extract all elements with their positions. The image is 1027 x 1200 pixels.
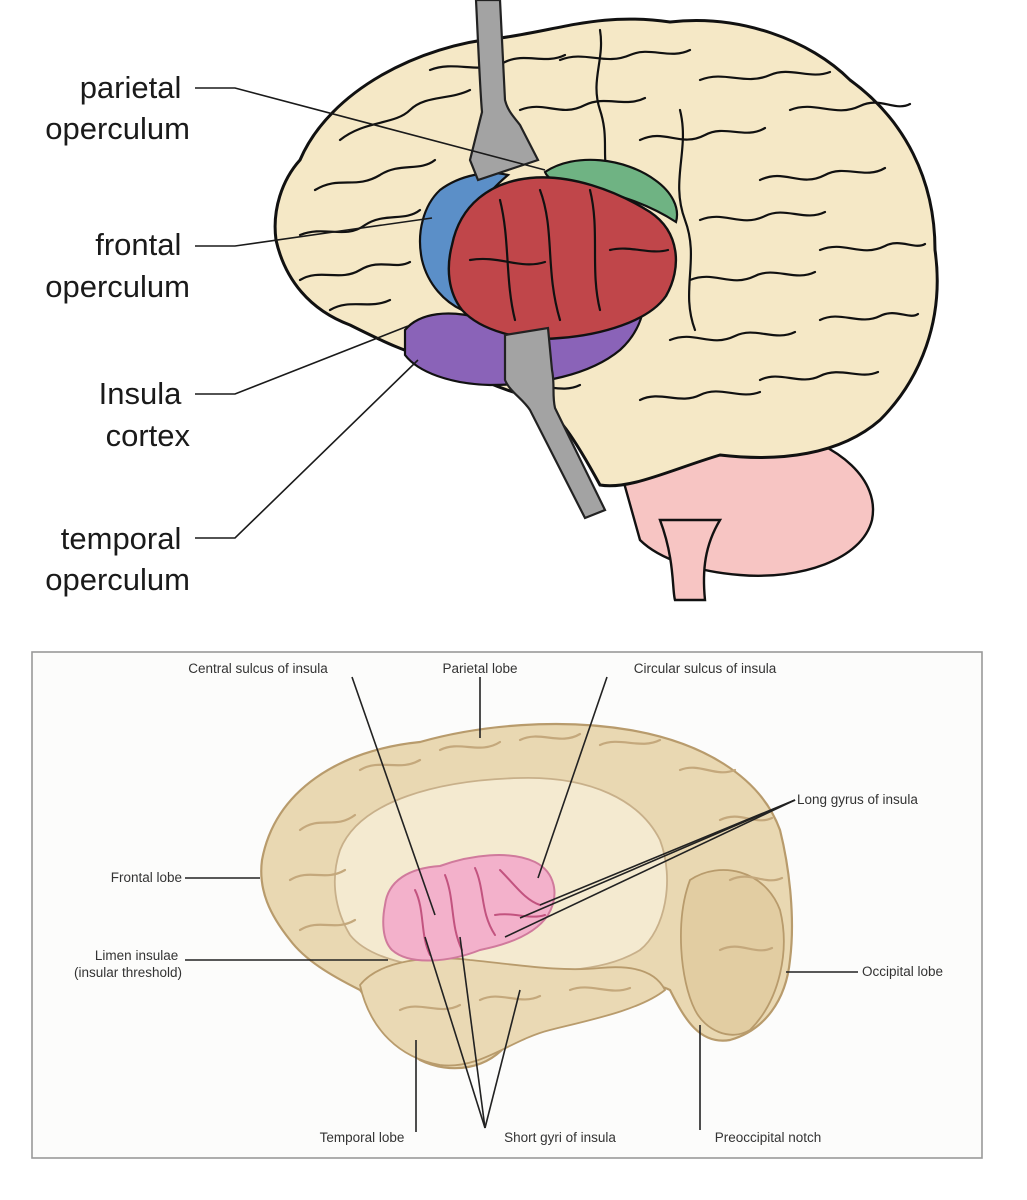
label-temporal-lobe: Temporal lobe xyxy=(320,1130,405,1145)
bottom-insula-gyri xyxy=(414,867,546,956)
bottom-brain-figure: Central sulcus of insula Parietal lobe C… xyxy=(31,651,983,1159)
label-occipital-lobe: Occipital lobe xyxy=(862,964,943,979)
top-leader-lines xyxy=(195,87,546,539)
leader-temporal xyxy=(195,359,419,539)
label-parietal-operculum: parietal operculum xyxy=(45,70,190,146)
cortical-gyri xyxy=(298,28,927,402)
label-frontal-lobe: Frontal lobe xyxy=(111,870,182,885)
label-short-gyri: Short gyri of insula xyxy=(504,1130,616,1145)
upper-retractor xyxy=(468,0,540,182)
top-brain-figure: parietal operculum frontal operculum Ins… xyxy=(45,0,939,602)
insula-sulci xyxy=(468,188,670,322)
label-central-sulcus: Central sulcus of insula xyxy=(188,661,328,676)
bottom-leader-lines xyxy=(185,676,858,1132)
label-frontal-operculum: frontal operculum xyxy=(45,227,190,304)
bottom-temporal-lobe xyxy=(359,957,667,1067)
bottom-gyri xyxy=(288,732,784,1012)
label-temporal-operculum: temporal operculum xyxy=(45,521,190,597)
brainstem xyxy=(658,518,723,602)
label-long-gyrus: Long gyrus of insula xyxy=(797,792,918,807)
leader-frontal xyxy=(195,217,433,247)
label-limen-insulae: Limen insulae (insular threshold) xyxy=(74,948,182,980)
label-insula-cortex: Insula cortex xyxy=(99,376,191,453)
label-circular-sulcus: Circular sulcus of insula xyxy=(634,661,777,676)
bottom-occipital-region xyxy=(680,869,785,1036)
label-preoccipital-notch: Preoccipital notch xyxy=(715,1130,822,1145)
insula-cortex-region xyxy=(447,176,678,340)
leader-insula xyxy=(195,325,409,395)
label-parietal-lobe: Parietal lobe xyxy=(442,661,517,676)
lower-retractor xyxy=(503,326,607,520)
leader-parietal xyxy=(195,87,546,171)
